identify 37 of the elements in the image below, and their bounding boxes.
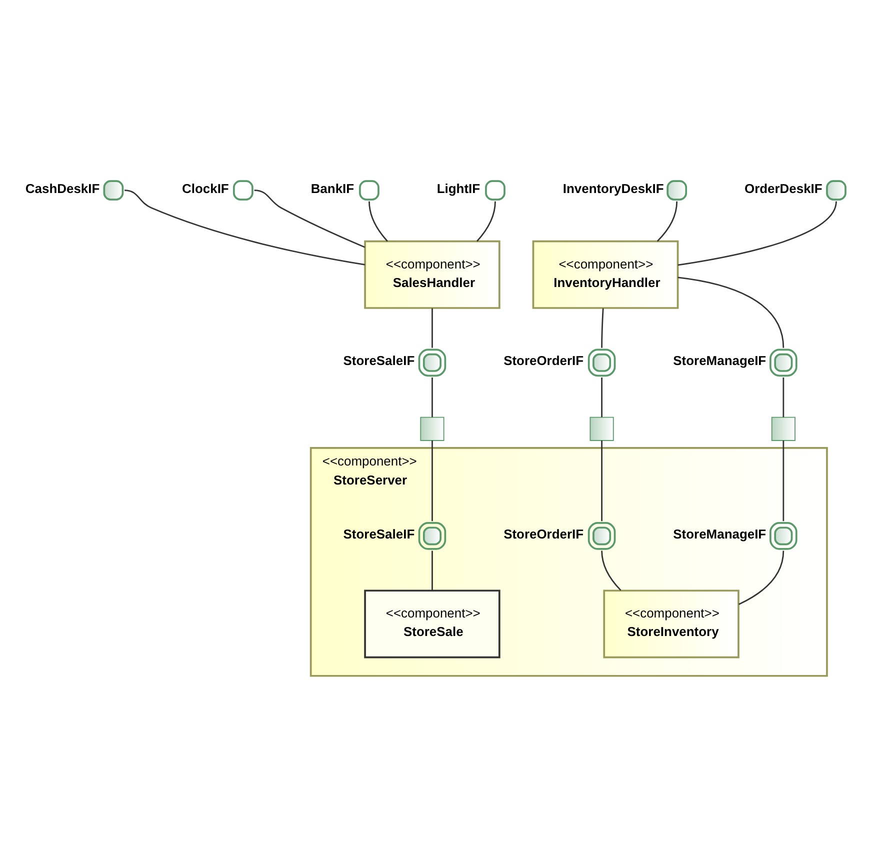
connector <box>601 440 602 522</box>
node-box: <<component>> StoreSale <box>364 590 500 658</box>
connector <box>656 201 678 242</box>
node-box: <<component>> StoreInventory <box>603 590 740 658</box>
connector <box>601 308 604 348</box>
node-label: StoreManageIF <box>673 526 766 542</box>
node-label: BankIF <box>310 180 354 196</box>
node-label: LightIF <box>436 180 480 196</box>
node-label: InventoryDeskIF <box>562 180 664 196</box>
connector <box>254 190 366 248</box>
connector <box>476 201 496 242</box>
connector <box>432 378 433 418</box>
node-label: StoreManageIF <box>673 353 766 368</box>
connector <box>678 276 784 348</box>
node-label: StoreOrderIF <box>504 353 584 368</box>
node-box: <<component>> SalesHandler <box>364 240 500 309</box>
node-box <box>590 416 614 441</box>
node-label: OrderDeskIF <box>744 180 822 196</box>
connector <box>432 308 433 348</box>
node-box <box>420 416 444 441</box>
node-label: CashDeskIF <box>25 180 100 196</box>
connector <box>782 378 784 418</box>
connector <box>678 201 837 266</box>
connector <box>432 550 433 590</box>
connector <box>368 201 388 242</box>
node-box <box>771 416 796 441</box>
node-label: StoreSaleIF <box>343 353 415 368</box>
node-label: StoreOrderIF <box>504 526 584 542</box>
connector <box>738 550 784 605</box>
node-label: StoreSaleIF <box>343 526 415 542</box>
connector <box>432 440 433 522</box>
connector <box>124 190 366 266</box>
connector <box>601 378 602 418</box>
node-box: <<component>> InventoryHandler <box>532 240 679 309</box>
connector <box>782 440 784 522</box>
node-label: ClockIF <box>182 180 229 196</box>
connector <box>601 550 622 591</box>
